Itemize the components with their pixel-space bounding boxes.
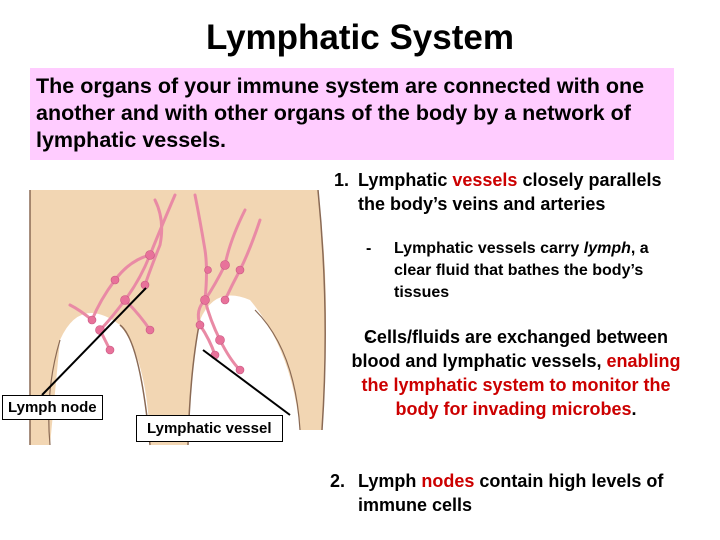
lymph-node xyxy=(220,260,230,270)
lymph-node xyxy=(235,365,245,375)
body-outline-right xyxy=(317,190,326,431)
label-lymph-node: Lymph node xyxy=(2,395,103,420)
lymph-node xyxy=(215,335,225,345)
sub-point-1-text: Lymphatic vessels carry lymph, a clear f… xyxy=(394,240,649,301)
pointer-line-vessel xyxy=(202,349,291,416)
sub-point-1: - Lymphatic vessels carry lymph, a clear… xyxy=(366,238,676,304)
lymph-node xyxy=(145,325,155,335)
vessel-left-2 xyxy=(143,198,164,287)
lymph-node xyxy=(105,345,115,355)
intro-box: The organs of your immune system are con… xyxy=(30,68,674,160)
point-1: 1. Lymphatic vessels closely parallels t… xyxy=(334,168,664,216)
lymph-nodes xyxy=(87,250,245,375)
point-2-number: 2. xyxy=(330,471,346,491)
lymph-node xyxy=(87,315,97,325)
sub-point-2-highlight: enabling the lymphatic system to monitor… xyxy=(361,351,681,419)
lymph-node xyxy=(120,295,130,305)
point-1-number: 1. xyxy=(334,170,350,190)
sub-point-1-dash: - xyxy=(366,240,372,257)
point-2-highlight: nodes xyxy=(421,471,475,491)
lymph-term: lymph xyxy=(583,240,631,257)
body-outline-hip xyxy=(254,309,301,431)
lymph-node xyxy=(235,265,245,275)
page-title: Lymphatic System xyxy=(206,18,514,57)
label-lymphatic-vessel: Lymphatic vessel xyxy=(136,415,283,442)
point-2-text: Lymph nodes contain high levels of immun… xyxy=(358,471,664,515)
sub-point-2-dash: - xyxy=(366,327,372,347)
sub-point-2: - Cells/fluids are exchanged between blo… xyxy=(346,325,686,421)
lymph-node xyxy=(145,250,155,260)
lymph-node xyxy=(195,320,205,330)
lymph-node xyxy=(204,266,212,274)
vessel-right-5 xyxy=(193,193,208,302)
lymphatic-illustration xyxy=(29,190,326,446)
lymph-node xyxy=(110,275,120,285)
sub-point-2-text: Cells/fluids are exchanged between blood… xyxy=(351,327,681,419)
body-torso xyxy=(30,190,326,445)
lymph-node xyxy=(220,295,230,305)
body-outline-thigh xyxy=(48,339,61,446)
lymph-node xyxy=(200,295,210,305)
point-1-text: Lymphatic vessels closely parallels the … xyxy=(358,170,662,214)
vessel-right-1 xyxy=(203,208,247,342)
pointer-line-node xyxy=(41,287,147,396)
point-2: 2. Lymph nodes contain high levels of im… xyxy=(330,469,710,517)
point-1-highlight: vessels xyxy=(452,170,518,190)
